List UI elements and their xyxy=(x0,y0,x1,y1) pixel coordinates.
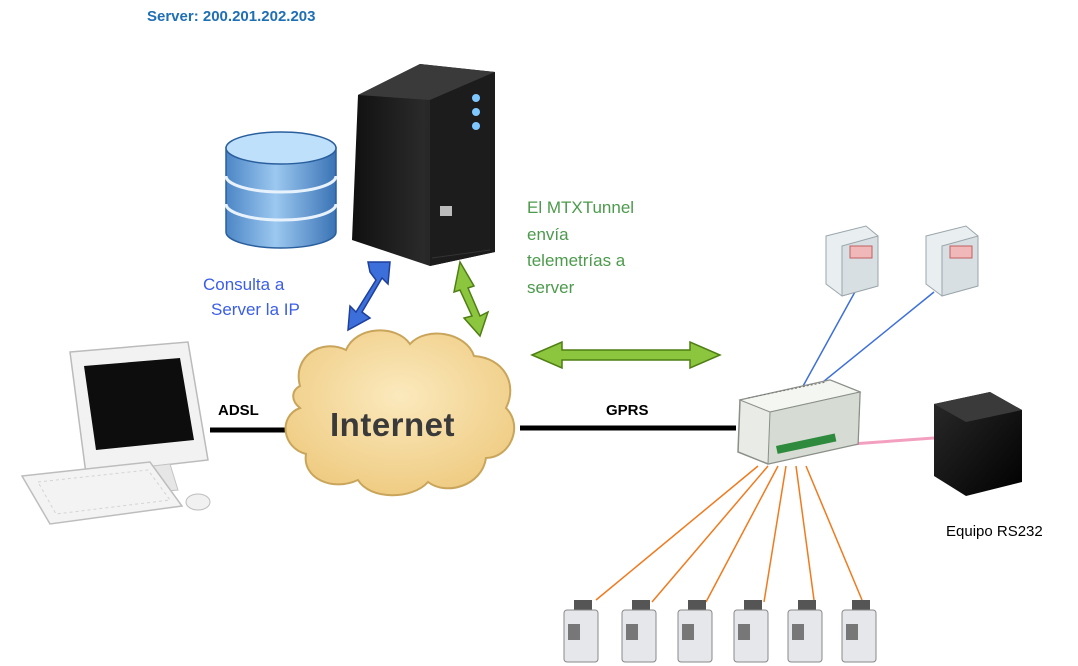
mtx-line: telemetrías a xyxy=(527,251,626,270)
sensor-wires xyxy=(595,465,863,603)
green-double-arrow-vertical xyxy=(453,259,490,338)
server-address-label: Server: 200.201.202.203 xyxy=(147,8,316,25)
consulta-line: Server la IP xyxy=(211,300,300,319)
adsl-label: ADSL xyxy=(218,402,259,419)
relay-icon-2 xyxy=(925,225,979,297)
rs232-device-icon xyxy=(934,392,1022,496)
database-icon xyxy=(224,131,338,249)
relay-icon-1 xyxy=(825,225,879,297)
mtx-line: envía xyxy=(527,224,569,244)
equipo-rs232-label: Equipo RS232 xyxy=(946,523,1043,540)
gprs-label: GPRS xyxy=(606,402,649,419)
mtx-telemetry-label: El MTXTunnel envía telemetrías a server xyxy=(527,195,634,301)
consulta-label: Consulta a Server la IP xyxy=(203,272,300,322)
computer-icon xyxy=(20,341,211,525)
mtx-tunnel-device-icon xyxy=(737,379,862,465)
sensor-icons xyxy=(563,600,877,663)
sensor-icon xyxy=(841,600,877,663)
sensor-icon xyxy=(563,600,599,663)
server-tower-icon xyxy=(352,64,495,266)
sensor-icon xyxy=(621,600,657,663)
internet-label: Internet xyxy=(330,406,456,443)
consulta-line: Consulta a xyxy=(203,275,285,294)
mtx-line: El MTXTunnel xyxy=(527,198,635,217)
relay-wires xyxy=(801,289,935,389)
blue-double-arrow xyxy=(347,261,391,332)
sensor-icon xyxy=(733,600,769,663)
sensor-icon xyxy=(677,600,713,663)
green-double-arrow-horizontal xyxy=(530,340,722,370)
sensor-icon xyxy=(787,600,823,663)
mtx-line: server xyxy=(527,277,575,297)
internet-cloud-icon xyxy=(284,329,516,497)
